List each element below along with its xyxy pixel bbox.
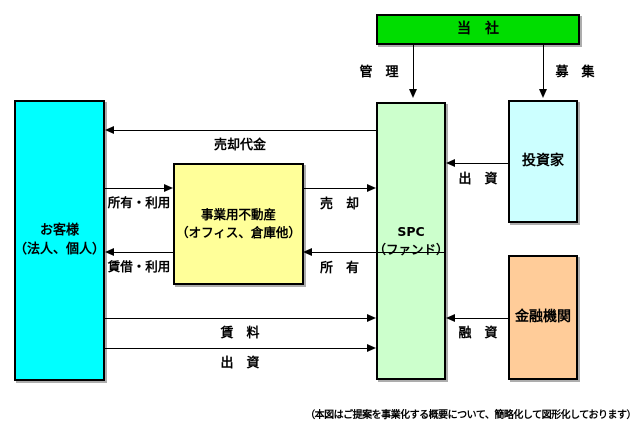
kanri-arrowhead-down-icon bbox=[409, 89, 417, 98]
chinryo-arrow-label: 賃 料 bbox=[220, 326, 260, 341]
baikyaku-daikin-arrow-label: 売却代金 bbox=[213, 138, 266, 153]
box-spc: SPC （ファンド） bbox=[373, 102, 449, 380]
baikyaku-arrow-label: 売 却 bbox=[319, 197, 359, 212]
shusshi-right-arrowhead-left-icon bbox=[446, 159, 455, 167]
shoyu-arrow-line bbox=[312, 252, 446, 253]
chinshaku-riyo-arrow-line bbox=[114, 252, 173, 253]
box-real-estate-label-line1: 事業用不動産 bbox=[200, 206, 276, 222]
chinshaku-riyo-arrowhead-left-icon bbox=[105, 248, 114, 256]
box-spc-label-line1: SPC bbox=[397, 223, 425, 239]
box-real-estate-label-line2: （オフィス、倉庫他） bbox=[176, 225, 301, 240]
box-customer: お客様 （法人、個人） bbox=[14, 100, 105, 381]
chinryo-arrowhead-right-icon bbox=[367, 314, 376, 322]
kanri-arrow-line bbox=[413, 45, 414, 91]
shoyu-riyo-arrow-line bbox=[105, 188, 164, 189]
box-investor-label: 投資家 bbox=[522, 153, 564, 170]
yushi-arrowhead-left-icon bbox=[446, 314, 455, 322]
baikyaku-daikin-arrowhead-left-icon bbox=[105, 126, 114, 134]
boshu-arrowhead-down-icon bbox=[539, 89, 547, 98]
kanri-arrow-label: 管 理 bbox=[359, 65, 399, 80]
boshu-arrow-label: 募 集 bbox=[555, 65, 595, 80]
shusshi-bottom-arrow-label: 出 資 bbox=[220, 356, 260, 371]
chinshaku-riyo-arrow-label: 賃借・利用 bbox=[107, 259, 171, 274]
baikyaku-arrow-line bbox=[303, 188, 367, 189]
box-real-estate: 事業用不動産 （オフィス、倉庫他） bbox=[173, 163, 304, 285]
box-spc-label-line2: （ファンド） bbox=[373, 242, 449, 257]
box-bank: 金融機関 bbox=[508, 255, 578, 380]
box-company-label: 当 社 bbox=[457, 21, 499, 38]
box-company: 当 社 bbox=[376, 14, 580, 45]
boshu-arrow-line bbox=[543, 45, 544, 91]
shoyu-riyo-arrow-label: 所有・利用 bbox=[107, 195, 171, 210]
figure-caption: （本図はご提案を事業化する概要について、簡略化して図形化しております） bbox=[305, 410, 636, 421]
box-investor: 投資家 bbox=[508, 100, 578, 223]
baikyaku-daikin-arrow-line bbox=[114, 130, 376, 131]
baikyaku-arrowhead-right-icon bbox=[367, 184, 376, 192]
chinryo-arrow-line bbox=[105, 318, 367, 319]
shusshi-right-arrow-label: 出 資 bbox=[458, 172, 498, 187]
yushi-arrow-label: 融 資 bbox=[458, 326, 498, 341]
box-bank-label: 金融機関 bbox=[515, 309, 571, 326]
shusshi-bottom-arrow-line bbox=[105, 348, 367, 349]
box-customer-label-line2: （法人、個人） bbox=[14, 241, 106, 257]
box-customer-label-line1: お客様 bbox=[39, 222, 79, 238]
shoyu-arrow-label: 所 有 bbox=[319, 261, 359, 276]
shoyu-arrowhead-left-icon bbox=[303, 248, 312, 256]
shusshi-right-arrow-line bbox=[455, 163, 508, 164]
shoyu-riyo-arrowhead-right-icon bbox=[164, 184, 173, 192]
yushi-arrow-line bbox=[455, 318, 508, 319]
shusshi-bottom-arrowhead-right-icon bbox=[367, 344, 376, 352]
